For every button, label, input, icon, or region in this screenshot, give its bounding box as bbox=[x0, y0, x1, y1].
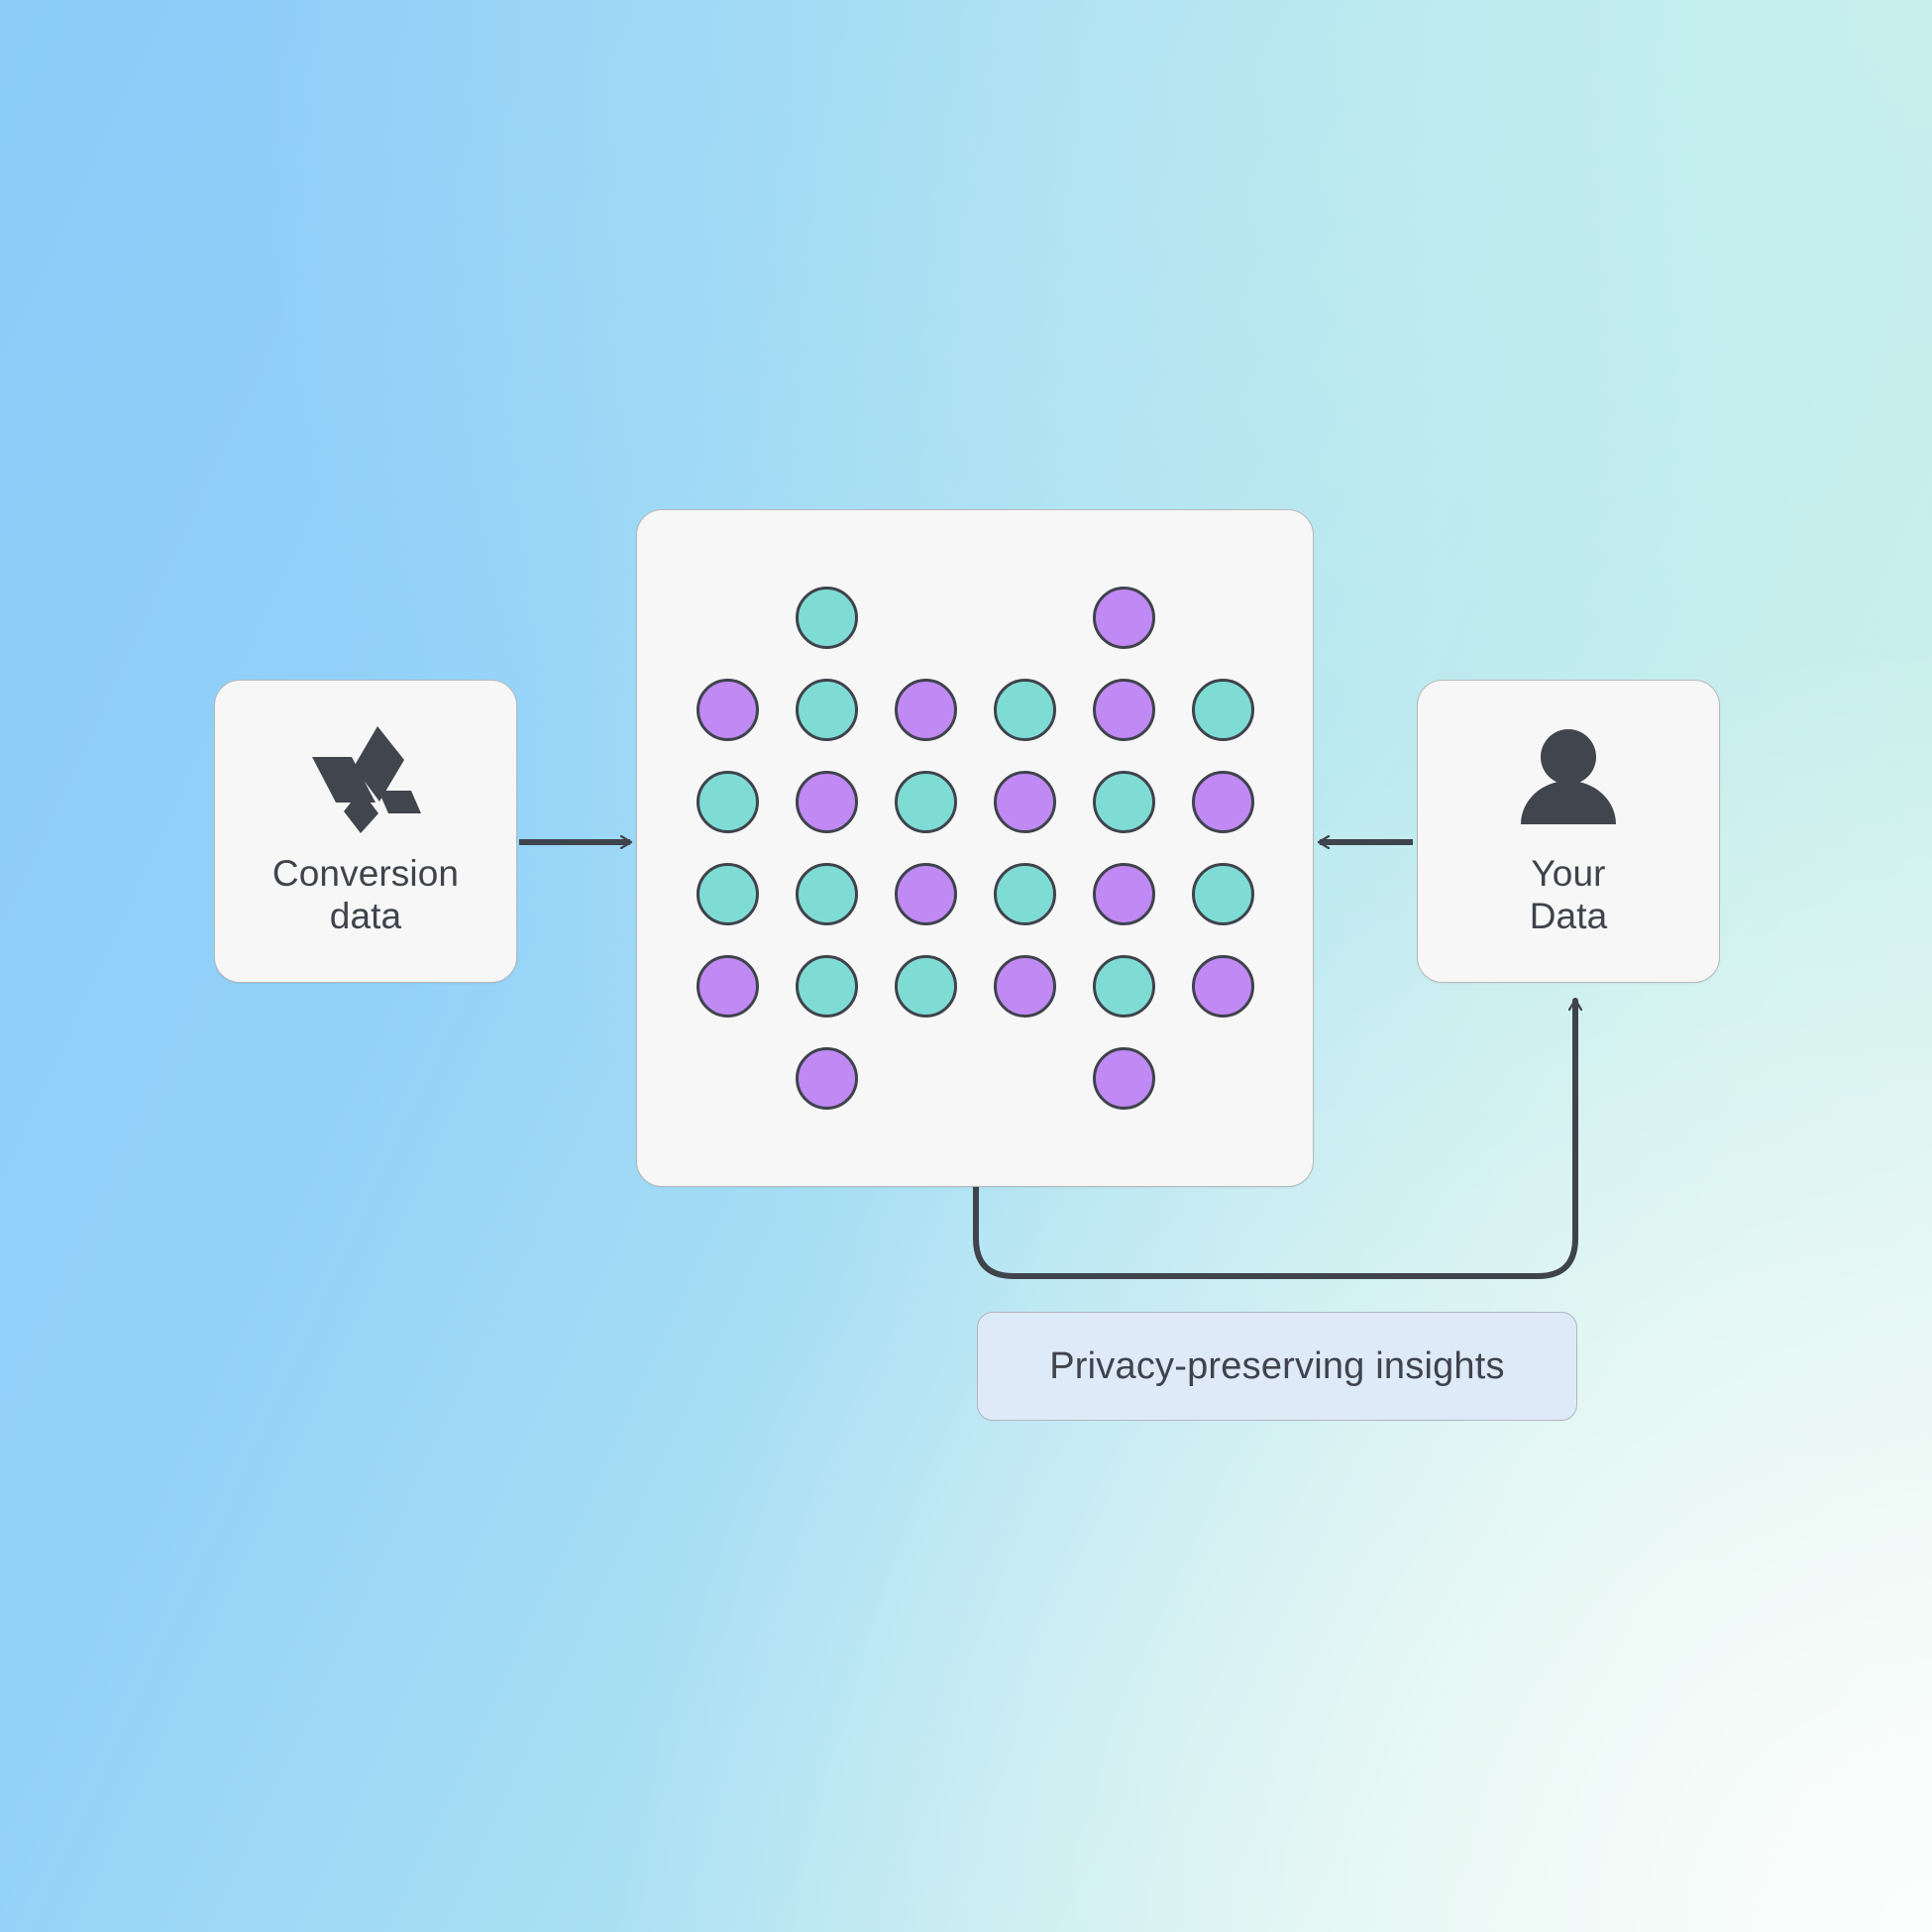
your-data-label: Your Data bbox=[1529, 852, 1608, 936]
dot-slot-empty bbox=[697, 1047, 759, 1110]
dot-slot-empty bbox=[994, 1047, 1056, 1110]
dot-teal bbox=[696, 771, 759, 833]
dot-purple bbox=[1092, 679, 1155, 741]
dot-slot-empty bbox=[697, 587, 759, 649]
dot-slot-empty bbox=[895, 1047, 957, 1110]
dot-teal bbox=[894, 955, 957, 1018]
clean-room-panel bbox=[636, 509, 1314, 1187]
dot-teal bbox=[894, 771, 957, 833]
dot-purple bbox=[993, 955, 1056, 1018]
dot-teal bbox=[696, 863, 759, 925]
dot-purple bbox=[894, 863, 957, 925]
dot-teal bbox=[1092, 955, 1155, 1018]
dot-teal bbox=[1092, 771, 1155, 833]
conversion-data-card[interactable]: Conversion data bbox=[214, 680, 517, 983]
dot-teal bbox=[795, 679, 858, 741]
conversion-data-label: Conversion data bbox=[271, 852, 460, 936]
dot-purple bbox=[1191, 771, 1254, 833]
dot-slot-empty bbox=[1192, 1047, 1254, 1110]
cleanroom-to-yourdata-insights-arrow bbox=[973, 998, 1575, 1279]
dot-purple bbox=[1092, 1047, 1155, 1110]
brand-diamond-logo-icon bbox=[304, 725, 427, 834]
dot-slot-empty bbox=[895, 587, 957, 649]
dot-slot-empty bbox=[1192, 587, 1254, 649]
dot-teal bbox=[1191, 679, 1254, 741]
privacy-insights-label: Privacy-preserving insights bbox=[1049, 1344, 1505, 1387]
dot-slot-empty bbox=[994, 587, 1056, 649]
dot-teal bbox=[993, 863, 1056, 925]
dot-teal bbox=[1191, 863, 1254, 925]
dot-purple bbox=[1092, 863, 1155, 925]
dot-purple bbox=[993, 771, 1056, 833]
dot-purple bbox=[795, 771, 858, 833]
dot-teal bbox=[795, 955, 858, 1018]
dot-purple bbox=[1092, 587, 1155, 649]
dot-purple bbox=[696, 679, 759, 741]
dot-teal bbox=[795, 863, 858, 925]
your-data-card[interactable]: Your Data bbox=[1417, 680, 1720, 983]
dot-teal bbox=[795, 587, 858, 649]
dot-purple bbox=[1191, 955, 1254, 1018]
dot-purple bbox=[696, 955, 759, 1018]
dot-purple bbox=[894, 679, 957, 741]
record-dot-grid bbox=[678, 572, 1272, 1125]
dot-purple bbox=[795, 1047, 858, 1110]
dot-teal bbox=[993, 679, 1056, 741]
privacy-insights-badge: Privacy-preserving insights bbox=[977, 1312, 1577, 1421]
person-avatar-icon bbox=[1507, 725, 1630, 834]
